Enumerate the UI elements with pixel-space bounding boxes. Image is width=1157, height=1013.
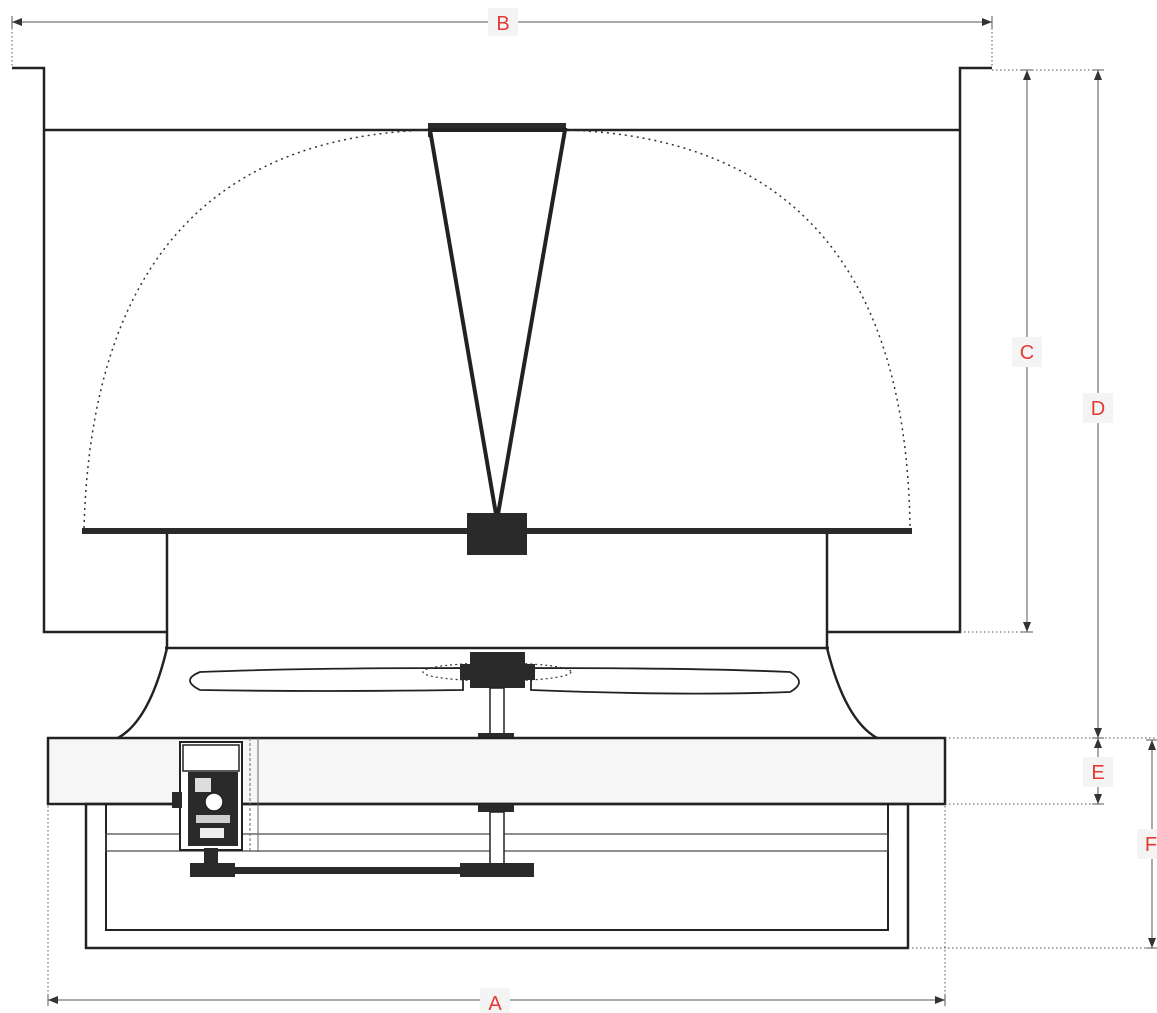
shaft-lower <box>489 811 505 865</box>
dimension-label-B: B <box>496 13 509 35</box>
propeller-blade-left <box>189 667 464 692</box>
housing-right-wall <box>827 66 992 634</box>
drive-belt <box>200 867 520 874</box>
dimension-label-A: A <box>488 993 502 1013</box>
hub-block <box>467 513 527 555</box>
bell-mouth-right <box>825 647 878 740</box>
propeller-hub-cap-left <box>460 664 472 680</box>
extension-lines-dotted <box>908 69 1157 949</box>
dimension-label-C: C <box>1020 342 1034 364</box>
dimension-label-backgrounds <box>480 8 1157 1013</box>
dimension-label-E: E <box>1091 762 1104 784</box>
shaft-upper-collar <box>478 733 514 739</box>
center-strut <box>427 128 568 521</box>
motor-assembly <box>172 738 259 864</box>
housing-left-wall <box>12 66 167 634</box>
propeller-hub-cap-right <box>523 664 535 680</box>
propeller-hub <box>470 652 525 688</box>
fan-pulley <box>460 863 534 877</box>
bell-mouth-left <box>117 647 169 740</box>
inner-throat <box>165 534 829 650</box>
shaft-upper <box>489 687 505 739</box>
dome-outline-dotted <box>83 129 911 529</box>
dimension-label-F: F <box>1145 834 1157 856</box>
dimension-label-D: D <box>1091 398 1105 420</box>
motor-pulley <box>190 863 235 877</box>
propeller-blade-right <box>530 667 800 695</box>
dimension-arrowheads <box>12 18 1156 1004</box>
shaft-lower-collar <box>478 804 514 812</box>
dimension-lines <box>11 16 1157 1006</box>
